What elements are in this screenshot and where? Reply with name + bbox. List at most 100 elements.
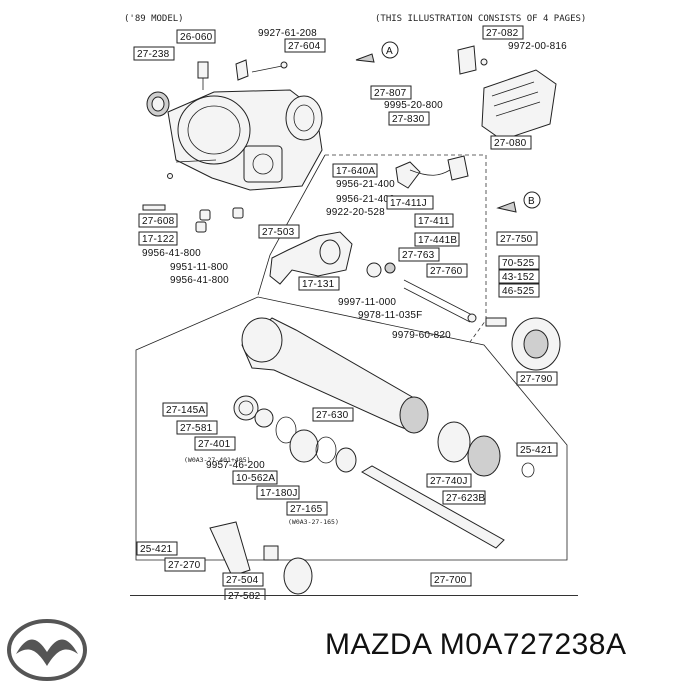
part-label-box [298,276,340,291]
part-label: 27-604 [288,41,321,52]
part-label: 27-145A [166,405,205,416]
part-label-box [498,283,540,298]
kit-note-401: (W0A3-27-401+405) [184,456,251,464]
part-label-box [482,25,524,40]
part-label-box [284,38,326,53]
part-label: 27-760 [430,266,463,277]
part-label: 17-180J [260,488,298,499]
part-label: 27-165 [290,504,323,515]
part-label: 27-504 [226,575,259,586]
part-label: 9978-11-035F [358,310,422,321]
brand-name: MAZDA [325,628,431,661]
part-label: 70-525 [502,258,535,269]
part-label: 27-740J [430,476,468,487]
drain-plug [197,61,209,90]
assembly-frame-upper [325,154,487,343]
part-label: 27-763 [402,250,435,261]
part-label: 27-270 [168,560,201,571]
part-label-box [232,470,278,485]
part-label-box [398,247,440,262]
part-label: 27-807 [374,88,407,99]
output-shaft [361,465,505,549]
view-marker-a: A [355,41,399,63]
pages-note: (THIS ILLUSTRATION CONSISTS OF 4 PAGES) [375,14,586,24]
breather-bracket [235,59,288,81]
part-label-box [162,402,208,417]
part-label: 27-238 [137,49,170,60]
part-label: 25-421 [140,544,173,555]
part-label-box [332,163,378,178]
part-label: 17-411 [418,216,450,227]
shift-fork [269,231,396,285]
part-label: 9951-11-800 [170,262,228,273]
part-label-box [388,111,430,126]
assembly-frame-lower [135,296,568,561]
part-label: 43-152 [502,272,535,283]
shift-rod [403,279,477,323]
part-label-box [138,213,178,228]
part-label-box [498,255,540,270]
part-label: 9927-61-208 [258,28,317,39]
part-label-box [256,485,300,500]
mazda-logo-icon [7,619,87,681]
part-label-box [414,213,454,228]
switch-sensor [395,155,469,189]
part-label: 9995-20-800 [384,100,443,111]
part-label: 9956-41-800 [170,275,229,286]
part-label-box [286,501,328,516]
oil-seal-left [146,91,170,117]
part-label: 27-082 [486,28,519,39]
part-label: 17-640A [336,166,375,177]
kit-note-165: (W0A3-27-165) [288,518,339,526]
part-label-box [176,420,218,435]
part-label-box [222,572,264,587]
part-label: 9979-60-820 [392,330,451,341]
differential-housing [167,89,323,191]
part-label-box [312,407,354,422]
part-label: 26-060 [180,32,213,43]
part-label: 27-080 [494,138,527,149]
part-label: 17-441B [418,235,457,246]
model-year-note: ('89 MODEL) [124,14,184,24]
part-caption: MAZDA M0A727238A [325,628,695,662]
part-label-box [490,135,532,150]
part-label: 27-623B [446,493,485,504]
svg-text:B: B [528,196,535,207]
part-label: 27-608 [142,216,175,227]
part-label-box [516,371,558,386]
part-label: 27-790 [520,374,553,385]
part-label: 9956-21-400 [336,179,395,190]
part-label: 27-401 [198,439,231,450]
bearing-stack [233,395,535,478]
part-label: 9997-11-000 [338,297,396,308]
part-label-box [430,572,472,587]
part-label: 25-421 [520,445,553,456]
part-label: 17-122 [142,234,175,245]
part-label-box [258,224,300,239]
view-marker-b: B [496,191,541,213]
part-label-box [496,231,538,246]
exploded-parts-diagram: ('89 MODEL) (THIS ILLUSTRATION CONSISTS … [124,14,586,600]
part-label: 9956-41-800 [142,248,201,259]
part-label: 9972-00-816 [508,41,567,52]
part-label-box [370,85,412,100]
part-label-box [426,473,472,488]
part-label: 27-503 [262,227,295,238]
part-label: 27-830 [392,114,425,125]
part-label: 27-581 [180,423,213,434]
part-label-box [414,232,460,247]
clutch-bearing [485,317,561,371]
part-label: 9957-46-200 [206,460,265,471]
part-label-box [386,195,434,210]
part-number: M0A727238A [439,628,627,661]
part-label-box [136,541,178,556]
caption-divider [130,595,578,596]
differential-cover [457,45,557,141]
housing-studs [142,204,244,233]
part-label: 46-525 [502,286,535,297]
part-label-box [442,490,486,505]
part-label: 17-411J [390,198,427,209]
part-label-box [138,231,178,246]
part-label-box [426,263,468,278]
part-label-box [516,442,558,457]
